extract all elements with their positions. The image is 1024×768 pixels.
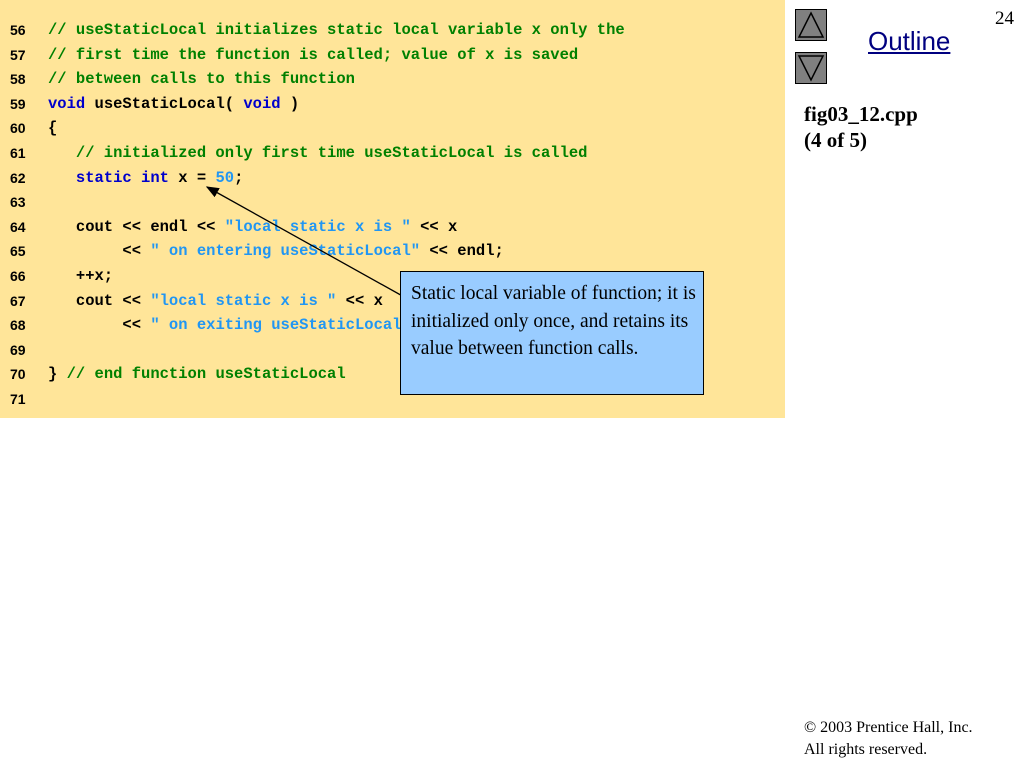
code-token: void: [48, 94, 86, 113]
code-token: "local static x is ": [150, 291, 337, 310]
code-token: void: [243, 94, 281, 113]
code-text: } // end function useStaticLocal: [48, 362, 346, 386]
line-number: 58: [10, 71, 26, 88]
code-token: " on exiting useStaticLocal": [150, 316, 411, 335]
line-number: 65: [10, 243, 26, 260]
line-number: 66: [10, 268, 26, 284]
file-info: fig03_12.cpp (4 of 5): [804, 101, 918, 153]
triangle-down-icon: [797, 55, 825, 82]
code-token: << x: [336, 291, 383, 310]
code-token: <<: [48, 242, 151, 261]
code-token: "local static x is ": [224, 217, 411, 236]
copyright-line-1: © 2003 Prentice Hall, Inc.: [804, 719, 973, 736]
code-token: // between calls to this function: [48, 70, 355, 89]
code-token: useStaticLocal(: [85, 94, 244, 113]
code-text: // initialized only first time useStatic…: [48, 141, 588, 165]
code-text: // first time the function is called; va…: [48, 43, 578, 67]
code-text: {: [48, 116, 57, 140]
line-number: 70: [10, 366, 26, 383]
line-number: 71: [10, 391, 26, 407]
code-token: int: [141, 168, 169, 187]
code-token: // end function useStaticLocal: [57, 365, 346, 384]
code-token: cout <<: [48, 291, 151, 310]
code-token: static: [75, 168, 132, 187]
file-name: fig03_12.cpp: [804, 102, 918, 126]
file-part: (4 of 5): [804, 128, 867, 152]
code-text: // between calls to this function: [48, 67, 355, 91]
callout-text: Static local variable of function; it is…: [411, 283, 696, 359]
previous-slide-button[interactable]: [795, 9, 827, 41]
code-text: ++x;: [48, 264, 113, 288]
code-text: cout << "local static x is " << x: [48, 289, 383, 313]
line-number: 61: [10, 145, 26, 161]
code-text: static int x = 50;: [48, 166, 243, 190]
callout-box: Static local variable of function; it is…: [400, 271, 704, 395]
code-token: << x: [410, 217, 458, 236]
triangle-up-icon: [797, 11, 825, 38]
copyright-notice: © 2003 Prentice Hall, Inc. All rights re…: [804, 717, 973, 761]
line-number: 69: [10, 341, 26, 358]
outline-link[interactable]: Outline: [868, 26, 951, 56]
line-number: 56: [10, 22, 26, 38]
code-token: // useStaticLocal initializes static loc…: [48, 21, 625, 39]
line-number: 60: [10, 120, 26, 137]
code-token: }: [48, 365, 58, 384]
code-token: cout << endl <<: [48, 217, 225, 236]
code-token: 50: [215, 168, 235, 187]
code-token: // first time the function is called; va…: [48, 45, 579, 64]
code-token: <<: [48, 316, 151, 335]
line-number: 59: [10, 95, 26, 112]
code-token: ;: [234, 168, 244, 187]
slide-number: 24: [995, 8, 1014, 29]
code-token: ): [280, 94, 300, 113]
code-text: // useStaticLocal initializes static loc…: [48, 18, 625, 42]
code-text: cout << endl << "local static x is " << …: [48, 215, 457, 239]
line-number: 67: [10, 292, 26, 309]
line-number: 68: [10, 317, 26, 334]
code-token: ++x;: [48, 267, 114, 285]
copyright-line-2: All rights reserved.: [804, 741, 928, 758]
line-number: 64: [10, 218, 26, 235]
code-token: // initialized only first time useStatic…: [48, 144, 588, 162]
line-number: 62: [10, 169, 26, 186]
code-text: void useStaticLocal( void ): [48, 92, 299, 116]
line-number: 63: [10, 194, 26, 211]
line-number: 57: [10, 46, 26, 63]
code-token: << endl;: [420, 242, 504, 261]
code-token: x =: [168, 168, 216, 187]
code-token: {: [48, 119, 58, 138]
next-slide-button[interactable]: [795, 52, 827, 84]
